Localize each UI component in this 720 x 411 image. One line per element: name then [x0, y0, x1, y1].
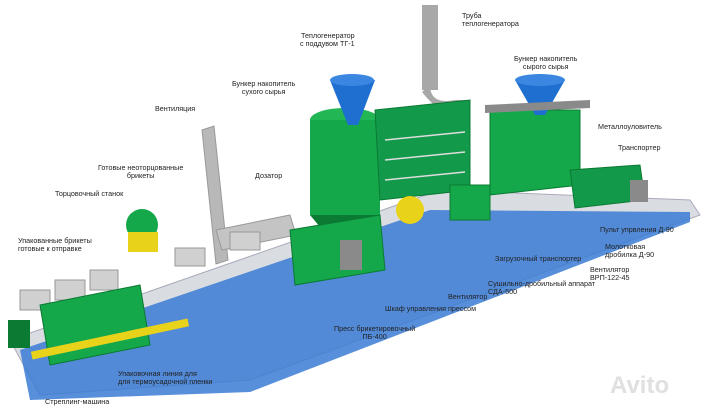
fan-unit	[449, 184, 491, 221]
label-packed-briquettes: Упакованные брикеты готовые к отправке	[18, 236, 92, 254]
dryer-rail	[384, 151, 466, 161]
label-loading-conveyor: Загрузочный транспортер	[495, 254, 582, 263]
label-press-cabinet: Шкаф управления прессом	[385, 304, 477, 313]
wet-bunker-body	[489, 109, 581, 196]
heat-generator-body	[310, 120, 380, 215]
label-control-panel: Пульт упрвления Д-90	[600, 225, 674, 234]
label-dryer-crusher: Сушильно-дробильный аппарат СДА-500	[488, 279, 596, 297]
label-trimming-machine: Торцовочный станок	[55, 189, 124, 198]
label-fan-vrp: Вентилятор ВРП-122-45	[590, 265, 630, 283]
floor-blue-base	[20, 210, 690, 400]
trimming-frame	[128, 232, 158, 252]
label-packing-line: Упаковочная линия для для термоусадочной…	[118, 369, 213, 387]
chimney-pipe	[422, 5, 438, 90]
press-cabinet	[340, 240, 362, 270]
label-chimney: Труба теплогенератора	[462, 11, 519, 29]
packing-conveyor	[30, 318, 190, 360]
label-wet-bunker: Бункер накопитель сырого сырья	[514, 54, 578, 72]
briquette-stack	[174, 247, 206, 267]
wet-bunker-funnel-top	[515, 74, 565, 86]
label-heat-generator: Теплогенератор с поддувом ТГ-1	[300, 31, 355, 49]
label-transporter: Транспортер	[618, 143, 661, 152]
dry-bunker-funnel	[330, 80, 375, 125]
label-hammer-crusher: Молотковая дробилка Д-90	[605, 242, 655, 260]
label-fan: Вентилятор	[448, 292, 488, 301]
avito-watermark: Avito	[610, 372, 670, 399]
briquette-stack	[229, 231, 261, 251]
label-doser: Дозатор	[255, 171, 283, 180]
control-panel	[630, 180, 648, 202]
label-finished-briquettes: Готовые неоторцованные брикеты	[98, 163, 184, 181]
label-ventilation: Вентиляция	[155, 104, 196, 113]
label-strapping-machine: Стреплинг-машина	[45, 397, 110, 406]
label-briquetting-press: Пресс брикетировочный ПБ-400	[334, 324, 416, 342]
fan-wheel	[396, 196, 424, 224]
label-metal-catcher: Металлоуловитель	[598, 122, 662, 131]
dry-bunker-funnel-top	[330, 74, 374, 86]
label-dry-bunker: Бункер накопитель сухого сырья	[232, 79, 296, 97]
briquette-stack	[89, 269, 119, 291]
strapping-machine	[8, 320, 30, 348]
dryer-rail	[384, 131, 466, 141]
dryer-rail	[384, 171, 466, 181]
wet-bunker-frame	[485, 100, 590, 113]
wet-bunker-funnel	[515, 80, 565, 115]
